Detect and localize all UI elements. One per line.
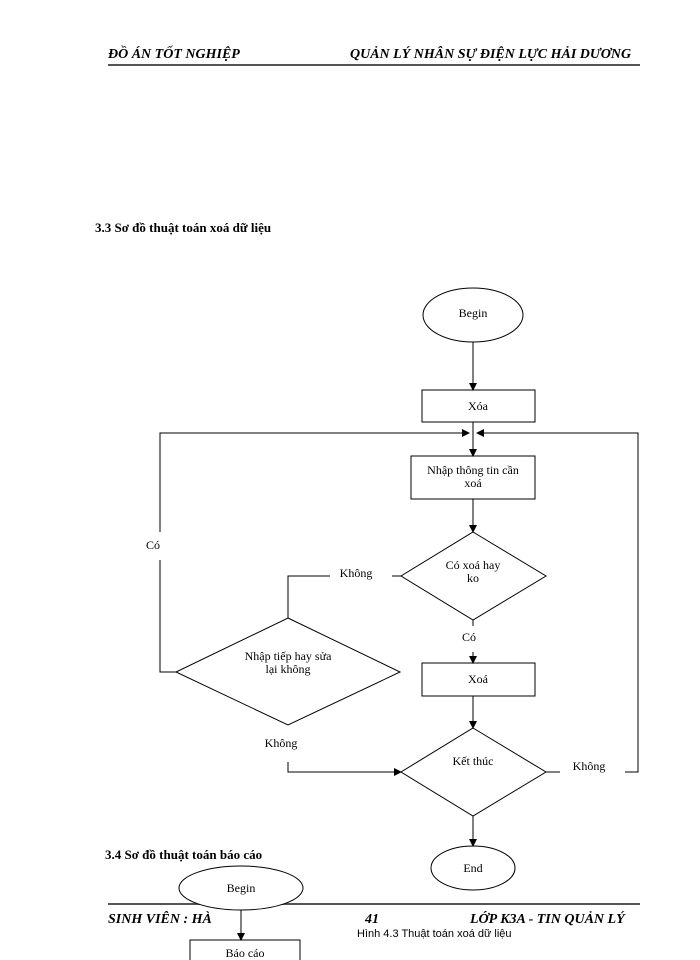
end-label: End	[463, 861, 482, 875]
decision-continue	[174, 617, 402, 726]
no-label: Không	[573, 759, 606, 773]
section-title: 3.3 Sơ đồ thuật toán xoá dữ liệu	[95, 220, 271, 235]
begin-label: Begin	[459, 306, 488, 320]
header-left: ĐỒ ÁN TỐT NGHIỆP	[107, 44, 240, 62]
section-title: 3.4 Sơ đồ thuật toán báo cáo	[105, 847, 262, 862]
yes-label: Có	[146, 538, 160, 552]
loop-left	[159, 560, 176, 673]
input-label: Nhập thông tin cần	[427, 463, 519, 477]
no-label: Không	[265, 736, 298, 750]
connector	[287, 762, 402, 776]
report-box	[189, 939, 301, 960]
xoa-label: Xóa	[468, 399, 489, 413]
no-label: Không	[340, 566, 373, 580]
loop-left	[159, 429, 470, 532]
connector	[287, 575, 330, 618]
decision-end	[400, 727, 547, 817]
footer-right: LỚP K3A - TIN QUẢN LÝ	[469, 910, 626, 927]
decision-label: lại không	[266, 662, 311, 676]
begin-label: Begin	[227, 881, 256, 895]
loop-right	[476, 429, 639, 773]
xoa-label: Xoá	[468, 672, 489, 686]
report-label: Báo cáo	[226, 946, 265, 960]
footer-left: SINH VIÊN : HÀ	[108, 910, 212, 927]
footer-page: 41	[364, 912, 379, 927]
decision-label: Nhập tiếp hay sửa	[245, 649, 332, 663]
decision-label: Có xoá hay	[446, 558, 501, 572]
header-right: QUẢN LÝ NHÂN SỰ ĐIỆN LỰC HẢI DƯƠNG	[350, 45, 631, 62]
input-label: xoá	[464, 476, 482, 490]
figure-caption: Hình 4.3 Thuật toán xoá dữ liệu	[357, 928, 512, 940]
decision-label: Kết thúc	[453, 754, 494, 768]
end-node	[430, 845, 516, 891]
decision-label: ko	[467, 571, 479, 585]
xoa-box-2	[421, 662, 536, 697]
yes-label: Có	[462, 630, 476, 644]
xoa-box	[421, 389, 536, 423]
